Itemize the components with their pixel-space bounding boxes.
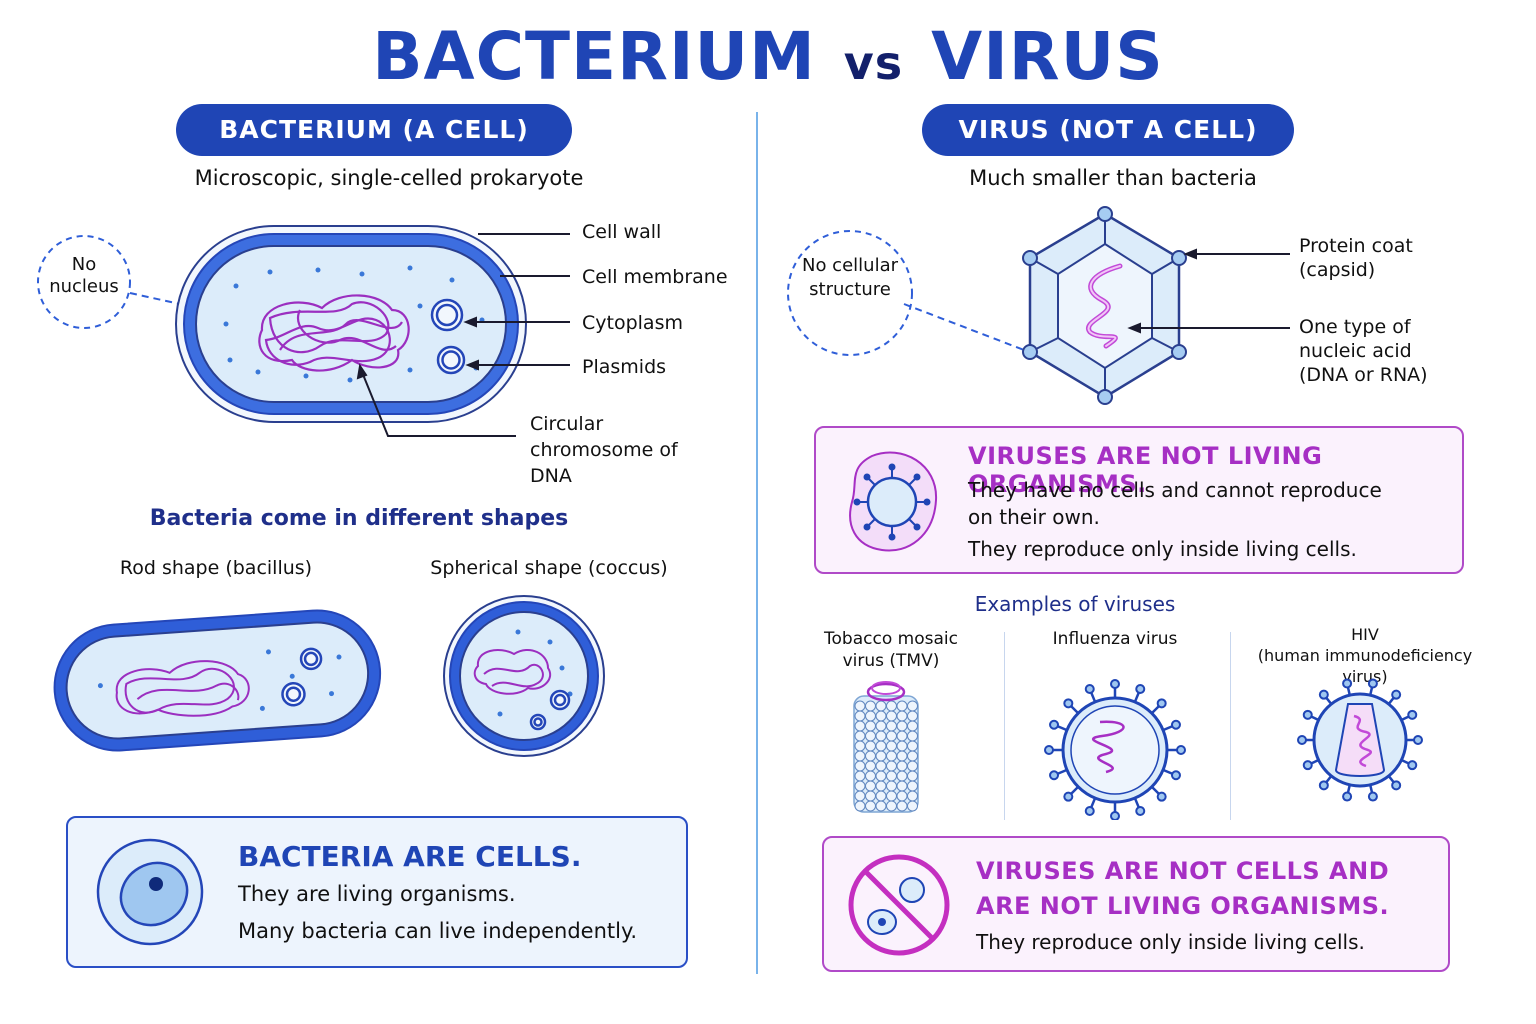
plasmids (430, 298, 466, 375)
virus-notice-line1: They have no cells and cannot reproduce … (968, 478, 1382, 529)
virus-diagram (787, 206, 1290, 405)
example-tmv-name: Tobacco mosaic virus (TMV) (824, 629, 958, 671)
virus-in-cell-icon (849, 451, 938, 552)
coccus-bacterium (443, 595, 605, 757)
bacterium-subtitle: Microscopic, single-celled prokaryote (194, 166, 584, 190)
examples-divider-1 (1004, 632, 1005, 820)
hiv-illustration (1297, 678, 1423, 802)
virus-summary-heading: VIRUSES ARE NOT CELLS AND ARE NOT LIVING… (976, 857, 1390, 920)
capsid (1022, 206, 1187, 405)
virus-examples-drawings (853, 678, 1423, 820)
label-chromosome: Circular chromosome of DNA (530, 413, 678, 487)
virus-leader-lines (1127, 248, 1290, 334)
bacteria-summary-heading: BACTERIA ARE CELLS. (238, 840, 582, 873)
rod-caption: Rod shape (bacillus) (119, 557, 313, 579)
cytoplasm-ribosomes (223, 265, 485, 383)
shapes-heading: Bacteria come in different shapes (149, 506, 569, 531)
virus-notice-heading: VIRUSES ARE NOT LIVING ORGANISMS. (968, 442, 1323, 498)
cell-icon (96, 838, 204, 946)
label-plasmids: Plasmids (582, 356, 667, 378)
rod-bacterium (53, 609, 382, 752)
label-cytoplasm: Cytoplasm (582, 312, 683, 334)
example-hiv-name: HIV (1351, 625, 1379, 644)
label-protein-coat: Protein coat (capsid) (1299, 235, 1413, 281)
no-cellular-structure-callout: No cellular structure (801, 255, 898, 300)
bacterium-leader-lines (356, 233, 570, 437)
title-bacterium: BACTERIUM (372, 18, 816, 95)
bacterium-diagram (37, 225, 570, 437)
bacterium-dna (258, 294, 410, 372)
center-divider (756, 112, 758, 974)
virus-header: VIRUS (NOT A CELL) (922, 104, 1294, 156)
virus-notice-line2: They reproduce only inside living cells. (968, 537, 1357, 561)
bacteria-summary-line2: Many bacteria can live independently. (238, 919, 638, 943)
sphere-caption: Spherical shape (coccus) (430, 557, 668, 579)
label-cell-wall: Cell wall (582, 221, 662, 243)
virus-summary-box: VIRUSES ARE NOT CELLS AND ARE NOT LIVING… (822, 836, 1450, 972)
examples-divider-2 (1230, 632, 1231, 820)
virus-notice-box: VIRUSES ARE NOT LIVING ORGANISMS. They h… (814, 426, 1464, 574)
bacteria-summary-line1: They are living organisms. (238, 882, 516, 906)
page-title: BACTERIUM vs VIRUS (0, 18, 1536, 95)
no-nucleus-callout-circle (37, 235, 131, 329)
tmv-illustration (853, 681, 919, 813)
label-cell-membrane: Cell membrane (582, 266, 728, 288)
no-cell-icon (848, 854, 950, 956)
title-vs: vs (843, 36, 904, 90)
influenza-illustration (1044, 679, 1186, 820)
no-nucleus-callout: No nucleus (49, 254, 119, 297)
bacteria-shapes (53, 595, 605, 757)
title-virus: VIRUS (931, 18, 1164, 95)
virus-subtitle: Much smaller than bacteria (969, 166, 1257, 190)
bacterium-header: BACTERIUM (A CELL) (176, 104, 572, 156)
label-nucleic-acid: One type of nucleic acid (DNA or RNA) (1299, 316, 1428, 386)
examples-heading: Examples of viruses (974, 592, 1176, 616)
virus-summary-line1: They reproduce only inside living cells. (976, 930, 1365, 954)
example-influenza-name: Influenza virus (1052, 629, 1178, 649)
bacteria-summary-box: BACTERIA ARE CELLS. They are living orga… (66, 816, 688, 968)
